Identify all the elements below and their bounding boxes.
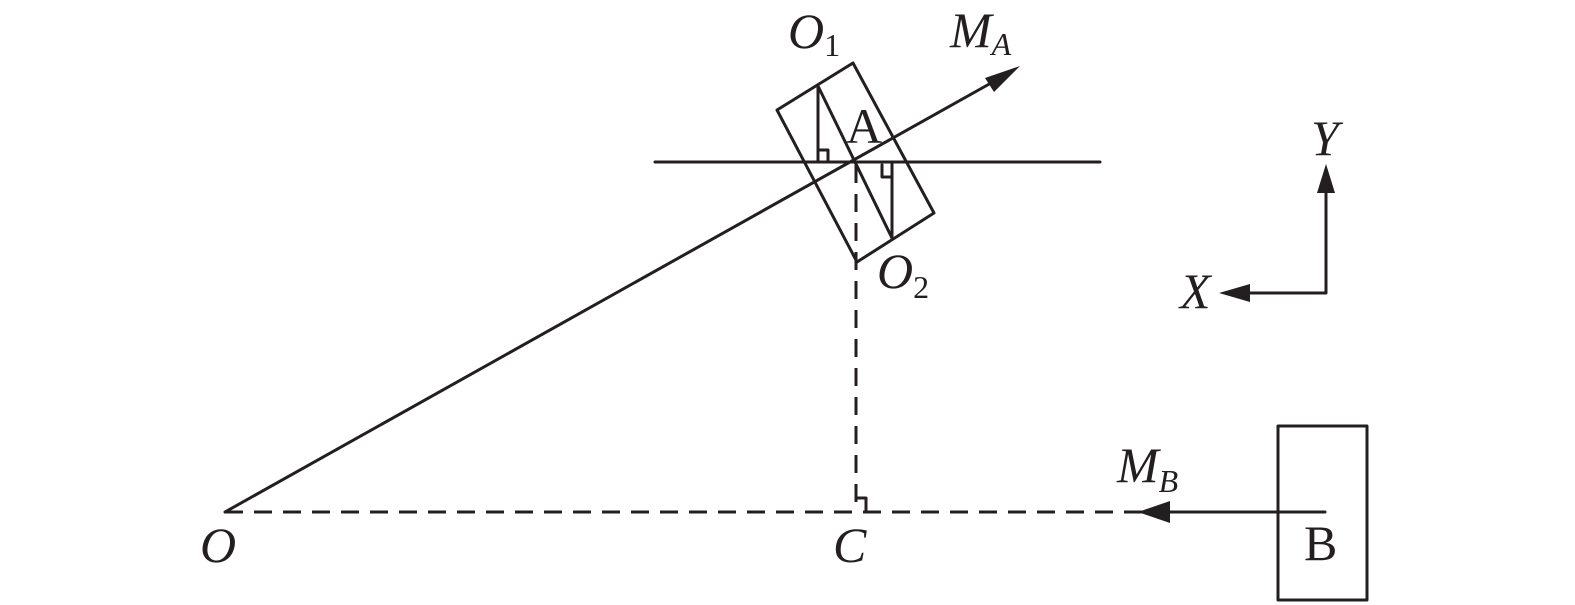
label-ma-base: M [949,2,994,58]
label-y-axis: Y [1311,110,1344,166]
rotated-rectangle [775,61,936,264]
label-ma: MA [949,2,1012,62]
label-b: B [1304,515,1337,571]
label-o1-sub: 1 [824,27,840,63]
label-mb-base: M [1116,437,1161,493]
y-axis-arrowhead [1317,164,1335,193]
label-c: C [833,517,867,573]
label-o2-sub: 2 [913,269,929,305]
x-axis-arrowhead [1219,284,1250,302]
vector-ma-arrowhead [985,66,1020,92]
rectangle-inner-divider [816,84,894,240]
right-angle-mark-c [854,496,868,514]
line-o-to-a [223,76,1002,514]
label-mb-sub: B [1159,463,1179,499]
label-o: O [200,517,236,573]
box-b [1276,424,1369,602]
vector-mb-arrowhead [1138,501,1170,523]
right-angle-mark-o2 [880,163,894,179]
axes-lines [1243,180,1328,295]
label-o1-base: O [788,3,824,59]
label-ma-sub: A [990,26,1012,62]
label-a: A [846,98,882,154]
label-o2: O2 [877,243,929,305]
label-x-axis: X [1178,263,1213,319]
label-o1: O1 [788,3,840,63]
label-mb: MB [1116,437,1178,499]
right-angle-mark-o1 [816,148,830,164]
label-o2-base: O [877,243,913,299]
